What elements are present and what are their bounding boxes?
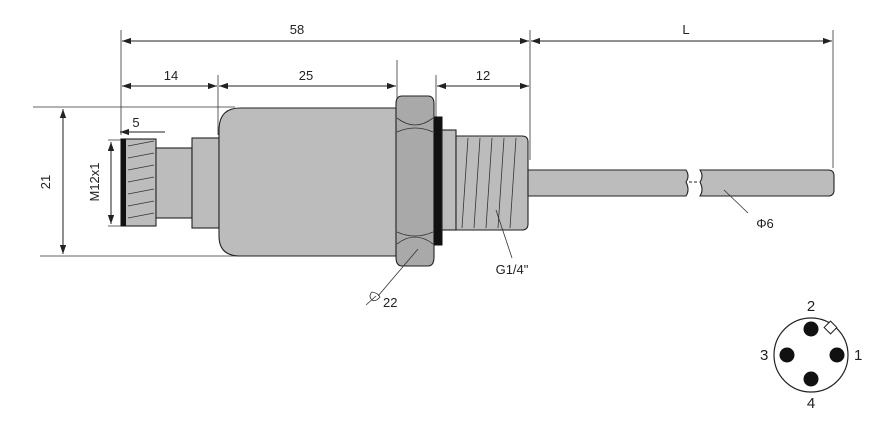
cable-segment-near <box>527 169 689 197</box>
thread-shoulder <box>441 129 457 231</box>
dim-connector-section: 14 <box>164 68 178 83</box>
wrench-size-callout: 22 <box>383 295 397 310</box>
pinout-outline <box>773 317 849 393</box>
pin-3-contact <box>779 347 795 363</box>
dim-connector-thread-width: 5 <box>132 115 139 130</box>
connector-thread-lines <box>127 140 155 219</box>
dim-cable-length: L <box>682 22 689 37</box>
pinout-diagram <box>773 317 849 393</box>
process-thread-lines <box>461 137 517 229</box>
hex-nut <box>395 95 435 267</box>
connector-face <box>121 139 126 226</box>
dim-body-section: 25 <box>299 68 313 83</box>
dim-connector-thread: M12x1 <box>87 162 102 201</box>
connector-step <box>191 137 220 229</box>
extension-lines <box>33 30 834 257</box>
hex-nut-facets <box>396 117 434 245</box>
callout-leaders <box>377 189 749 297</box>
pin-1-label: 1 <box>854 347 862 364</box>
main-housing <box>218 107 398 257</box>
connector-neck <box>155 147 193 219</box>
pin-2-contact <box>803 321 819 337</box>
pin-4-label: 4 <box>807 395 815 412</box>
dim-overall-length: 58 <box>290 22 304 37</box>
sensor-body <box>120 95 835 267</box>
pin-3-label: 3 <box>760 347 768 364</box>
wrench-icon <box>365 291 381 306</box>
cable-diameter-callout: Φ6 <box>756 216 774 231</box>
pin-1-contact <box>829 347 845 363</box>
pin-4-contact <box>803 371 819 387</box>
dim-thread-section: 12 <box>476 68 490 83</box>
coding-key <box>823 320 838 335</box>
seal-ring <box>433 116 443 246</box>
process-thread-callout: G1/4" <box>496 262 529 277</box>
connector-thread <box>120 138 157 227</box>
pin-2-label: 2 <box>807 298 815 315</box>
process-thread <box>455 135 529 231</box>
dim-body-diameter: 21 <box>38 175 53 189</box>
cable-segment-far <box>698 169 835 197</box>
dimension-lines <box>59 37 832 254</box>
